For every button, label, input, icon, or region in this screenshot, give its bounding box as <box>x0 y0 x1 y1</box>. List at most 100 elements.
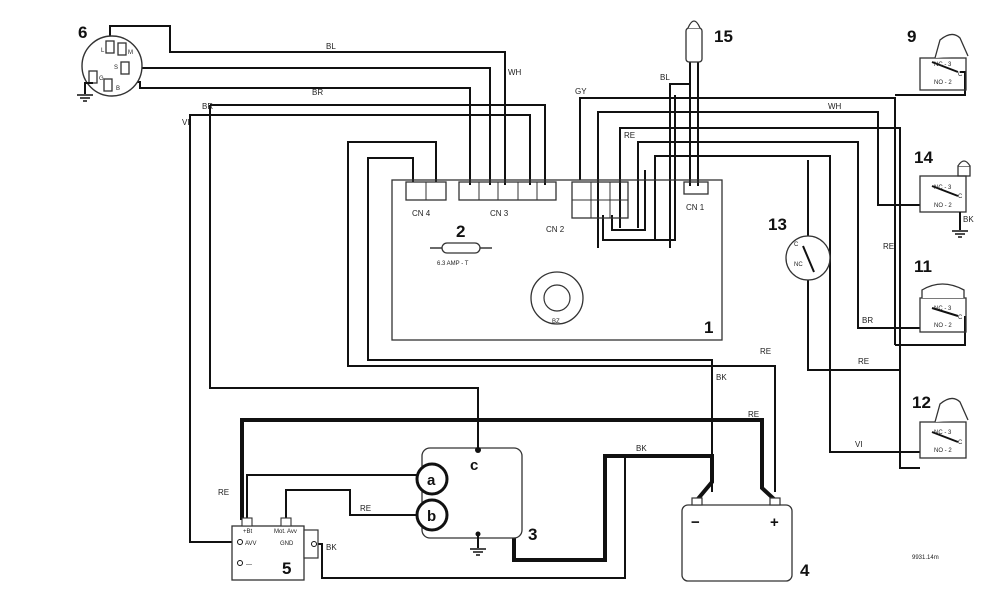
cn2-label: CN 2 <box>546 225 565 234</box>
ign-pin-g: G <box>99 76 104 82</box>
relay[interactable]: +Bt Mot. Avv AVV GND — 5 <box>231 517 319 581</box>
wire-bl-lamp <box>669 83 690 248</box>
lamp-icon <box>685 27 703 63</box>
wire-br-down <box>209 105 479 450</box>
wire-re-2 <box>637 141 920 329</box>
clutch-terminal-b <box>415 498 449 532</box>
clutch[interactable]: a b c 3 <box>415 447 537 556</box>
wire-label-re-2: RE <box>883 242 894 251</box>
label-11: 11 <box>914 257 932 276</box>
wire-label-bl-1: BL <box>326 42 336 51</box>
sw13-nc: NC <box>794 262 803 268</box>
wire-label-vi-1: VI <box>182 118 190 127</box>
cn1-label: CN 1 <box>686 203 705 212</box>
wire-re-battery <box>240 418 777 520</box>
switch-13[interactable]: C NC 13 <box>768 215 831 281</box>
wire-label-bk-1: BK <box>716 373 727 382</box>
fuse[interactable]: 2 6.3 AMP - T <box>430 222 492 267</box>
wire-gy <box>579 97 896 345</box>
wire-label-wh-1: WH <box>508 68 522 77</box>
clutch-c-label: c <box>470 457 478 474</box>
label-15: 15 <box>714 27 733 46</box>
wire-label-br-2: BR <box>202 102 213 111</box>
wire-label-wh-2: WH <box>828 102 842 111</box>
wire-label-gy: GY <box>575 87 587 96</box>
fuse-icon <box>441 242 481 254</box>
sw14-no: NO - 2 <box>934 203 952 209</box>
sw12-nc: NC - 3 <box>934 430 952 436</box>
ign-pin-m: M <box>128 50 133 56</box>
label-14: 14 <box>914 148 933 167</box>
relay-pin-gnd: GND <box>280 541 294 547</box>
wire-label-bk-sw14: BK <box>963 215 974 224</box>
cn3-label: CN 3 <box>490 209 509 218</box>
ignition-switch[interactable]: L M S G B 6 <box>77 23 143 102</box>
wire-cn4-b <box>347 141 776 492</box>
switch-11[interactable]: NC - 3 NO - 2 C 11 <box>914 257 967 333</box>
wire-wh <box>597 111 920 248</box>
sw11-nc: NC - 3 <box>934 306 952 312</box>
wire-cn2-inner-2 <box>611 170 646 231</box>
wire-label-re-7: RE <box>360 504 371 513</box>
label-5: 5 <box>282 559 291 578</box>
sw11-c: C <box>958 315 963 321</box>
wire-label-re-6: RE <box>218 488 229 497</box>
ign-pin-b: B <box>116 86 120 92</box>
sw14-nc: NC - 3 <box>934 185 952 191</box>
wire-label-re-5: RE <box>748 410 759 419</box>
wire-labels: BL WH BR BR VI GY BL WH RE RE BR RE RE B… <box>182 42 894 552</box>
wire-label-bk-3: BK <box>326 543 337 552</box>
battery-neg: − <box>691 514 700 531</box>
switch-9[interactable]: NC - 3 NO - 2 C 9 <box>907 27 969 91</box>
wire-label-re-3: RE <box>760 347 771 356</box>
wire-re-3 <box>654 155 920 453</box>
sw9-nc: NC - 3 <box>934 62 952 68</box>
sw9-c: C <box>958 72 963 78</box>
sw12-c: C <box>958 440 963 446</box>
wire-vi <box>189 114 531 543</box>
sw11-no: NO - 2 <box>934 323 952 329</box>
sw9-no: NO - 2 <box>934 80 952 86</box>
sw12-no: NO - 2 <box>934 448 952 454</box>
label-1: 1 <box>704 318 713 337</box>
wire-label-br-1: BR <box>312 88 323 97</box>
label-3: 3 <box>528 525 537 544</box>
wire-re-relay <box>246 474 422 520</box>
relay-pin-dash: — <box>246 562 252 568</box>
label-4: 4 <box>800 561 810 580</box>
wire-label-re-1: RE <box>624 131 635 140</box>
wire-re-clutch-b <box>285 489 420 520</box>
wire-sw11 <box>895 316 966 346</box>
wire-wh-ignition <box>128 67 491 185</box>
wire-re-13 <box>807 278 900 371</box>
relay-pin-avv: AVV <box>245 541 257 547</box>
sw13-c: C <box>794 242 799 248</box>
label-6: 6 <box>78 23 87 42</box>
battery[interactable]: − + 4 <box>681 497 810 582</box>
ign-pin-s: S <box>114 65 118 71</box>
wire-label-vi-2: VI <box>855 440 863 449</box>
sw14-c: C <box>958 194 963 200</box>
switch-12[interactable]: NC - 3 NO - 2 C 12 <box>912 393 969 459</box>
wire-cn4-a <box>367 157 713 492</box>
relay-pin-mot: Mot. Avv <box>274 529 297 535</box>
label-2: 2 <box>456 222 465 241</box>
switch-14[interactable]: NC - 3 NO - 2 C 14 BK <box>914 148 974 238</box>
wire-sw9 <box>895 71 966 96</box>
wires <box>109 25 966 579</box>
wire-br-long <box>210 104 546 185</box>
clutch-a-label: a <box>427 472 436 489</box>
fuse-rating: 6.3 AMP - T <box>437 261 469 267</box>
wire-label-re-4: RE <box>858 357 869 366</box>
indicator-lamp[interactable]: 15 <box>685 20 733 63</box>
wire-br-ignition <box>128 81 471 185</box>
reference-code: 9931.14m <box>912 555 939 561</box>
wire-label-bl-2: BL <box>660 73 670 82</box>
cn4-label: CN 4 <box>412 209 431 218</box>
ign-pin-l: L <box>101 48 105 54</box>
control-module[interactable]: CN 4 CN 3 CN 2 CN 1 BZ 1 <box>391 179 723 341</box>
label-12: 12 <box>912 393 931 412</box>
label-9: 9 <box>907 27 916 46</box>
battery-pos: + <box>770 514 779 531</box>
